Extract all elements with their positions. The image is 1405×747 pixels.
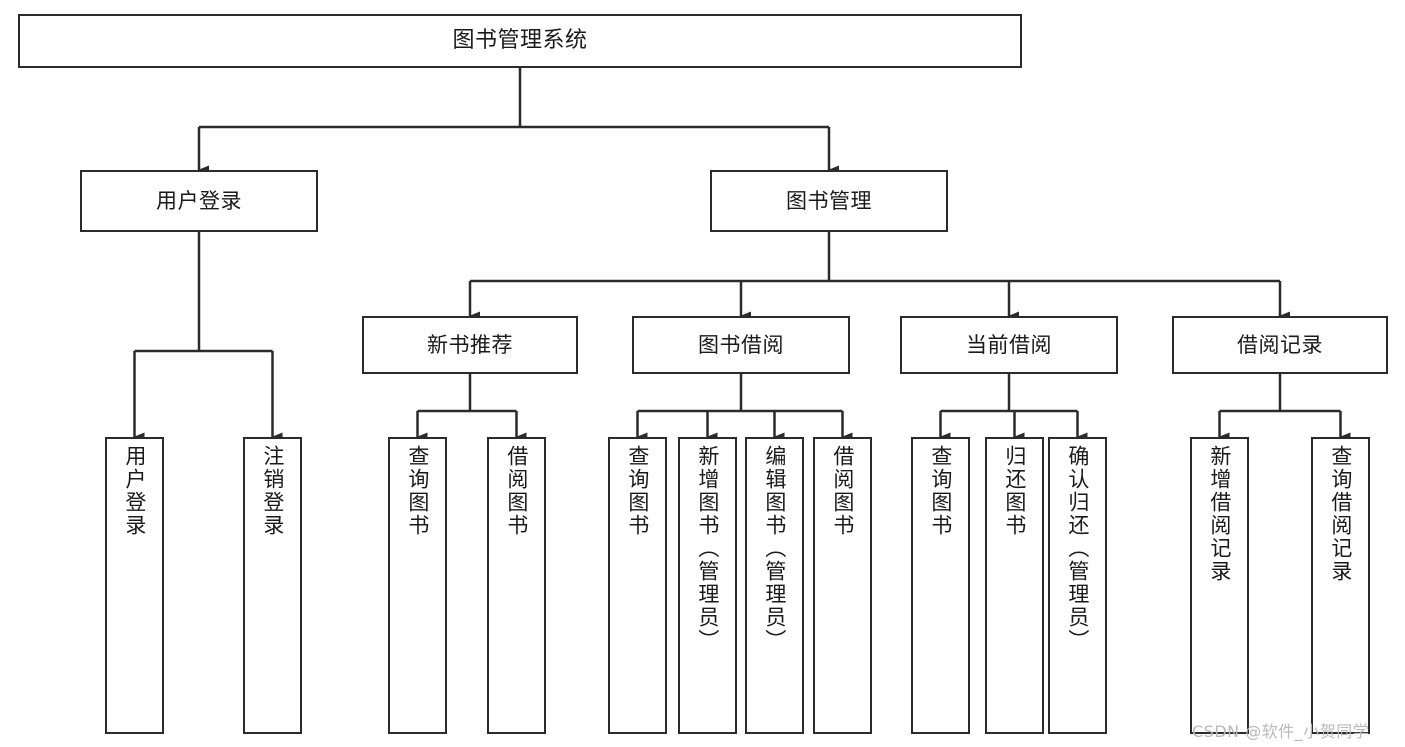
node-leaf-add-rec[interactable]: 新增借阅记录	[1190, 437, 1249, 734]
node-label-leaf-logout: 注销登录	[260, 445, 285, 537]
node-current-borrow[interactable]: 当前借阅	[900, 316, 1118, 374]
node-label-leaf-add-book: 新增图书（管理员）	[695, 445, 720, 652]
node-label-current-borrow: 当前借阅	[966, 332, 1052, 357]
node-label-leaf-borrow-1: 借阅图书	[504, 445, 529, 537]
node-label-root: 图书管理系统	[452, 28, 588, 54]
node-leaf-user-login[interactable]: 用户登录	[105, 437, 164, 734]
node-leaf-return[interactable]: 归还图书	[985, 437, 1044, 734]
node-label-borrow-record: 借阅记录	[1237, 332, 1323, 357]
node-label-leaf-query-3: 查询图书	[928, 445, 953, 537]
node-book-borrow[interactable]: 图书借阅	[632, 316, 850, 374]
node-label-book-borrow: 图书借阅	[698, 332, 784, 357]
node-leaf-query-1[interactable]: 查询图书	[388, 437, 447, 734]
node-borrow-record[interactable]: 借阅记录	[1172, 316, 1388, 374]
node-leaf-confirm[interactable]: 确认归还（管理员）	[1048, 437, 1107, 734]
node-leaf-borrow-1[interactable]: 借阅图书	[487, 437, 546, 734]
node-leaf-add-book[interactable]: 新增图书（管理员）	[678, 437, 737, 734]
edge-layer	[133, 68, 1351, 442]
node-label-user-login: 用户登录	[156, 188, 242, 213]
node-root[interactable]: 图书管理系统	[18, 14, 1022, 68]
node-leaf-query-rec[interactable]: 查询借阅记录	[1311, 437, 1370, 734]
node-label-leaf-return: 归还图书	[1002, 445, 1027, 537]
node-leaf-logout[interactable]: 注销登录	[243, 437, 302, 734]
node-leaf-query-2[interactable]: 查询图书	[608, 437, 667, 734]
node-label-new-book-rec: 新书推荐	[427, 332, 513, 357]
node-label-leaf-query-rec: 查询借阅记录	[1328, 445, 1353, 583]
node-label-book-admin: 图书管理	[786, 188, 872, 213]
node-user-login[interactable]: 用户登录	[80, 170, 318, 232]
node-label-leaf-user-login: 用户登录	[122, 445, 147, 537]
node-label-leaf-edit-book: 编辑图书（管理员）	[762, 445, 787, 652]
node-new-book-rec[interactable]: 新书推荐	[362, 316, 578, 374]
node-label-leaf-add-rec: 新增借阅记录	[1207, 445, 1232, 583]
node-label-leaf-query-1: 查询图书	[405, 445, 430, 537]
node-leaf-edit-book[interactable]: 编辑图书（管理员）	[745, 437, 804, 734]
node-leaf-borrow-2[interactable]: 借阅图书	[813, 437, 872, 734]
node-leaf-query-3[interactable]: 查询图书	[911, 437, 970, 734]
node-label-leaf-confirm: 确认归还（管理员）	[1065, 445, 1090, 652]
node-label-leaf-borrow-2: 借阅图书	[830, 445, 855, 537]
node-label-leaf-query-2: 查询图书	[625, 445, 650, 537]
node-book-admin[interactable]: 图书管理	[710, 170, 948, 232]
